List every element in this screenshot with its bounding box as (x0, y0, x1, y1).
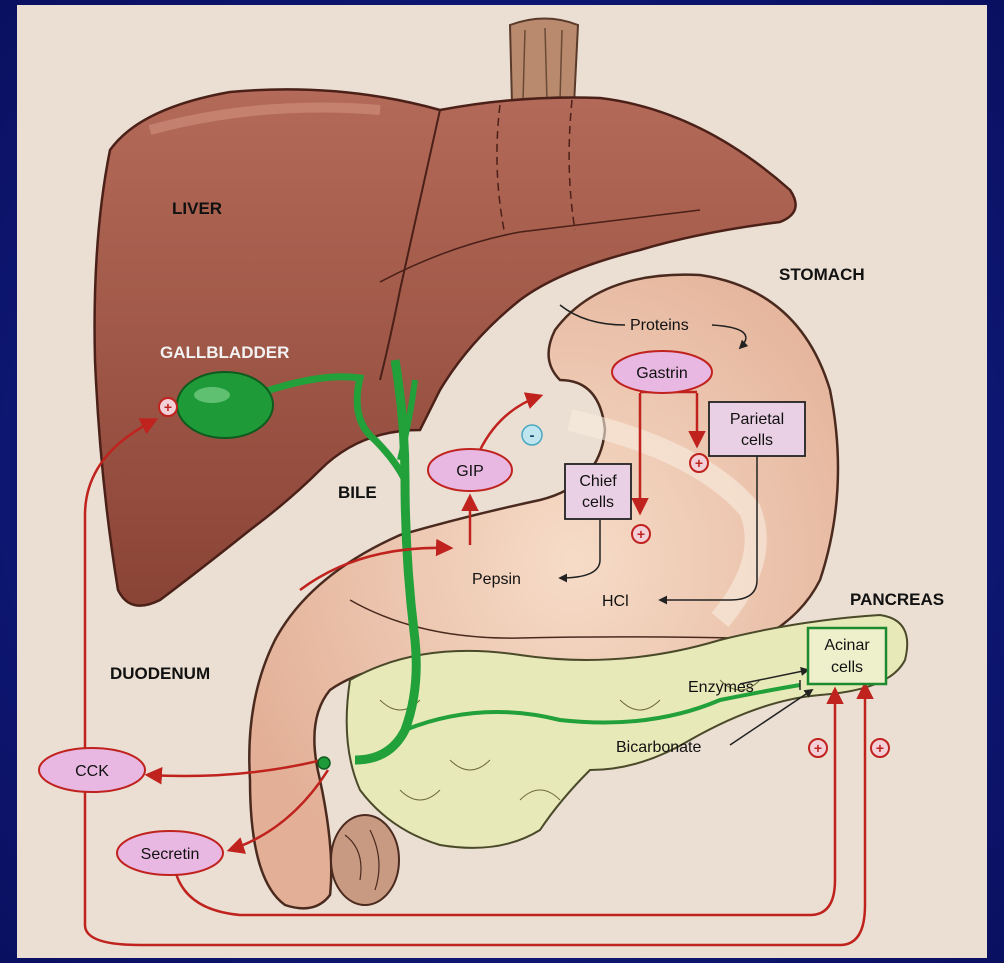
svg-text:+: + (164, 399, 172, 415)
acinar-line2: cells (831, 659, 863, 676)
plus-sign-parietal: + (690, 454, 708, 472)
esophagus (510, 19, 578, 106)
svg-text:+: + (695, 455, 703, 471)
plus-sign-acinar-right: + (871, 739, 889, 757)
chief-line1: Chief (579, 473, 617, 490)
cck-label: CCK (75, 763, 109, 780)
proteins-label: Proteins (630, 317, 689, 334)
hormone-gastrin: Gastrin (612, 351, 712, 393)
parietal-line1: Parietal (730, 411, 784, 428)
gallbladder-label: GALLBLADDER (160, 343, 289, 362)
chief-line2: cells (582, 494, 614, 511)
bicarbonate-label: Bicarbonate (616, 739, 701, 756)
pancreas-label: PANCREAS (850, 590, 944, 609)
svg-text:+: + (814, 740, 822, 756)
duodenum-receptor-dot (318, 757, 330, 769)
gallbladder (177, 372, 273, 438)
svg-text:-: - (530, 427, 535, 444)
duodenum-cross-section (331, 815, 399, 905)
plus-sign-chief: + (632, 525, 650, 543)
secretin-label: Secretin (141, 846, 200, 863)
stomach-label: STOMACH (779, 265, 865, 284)
svg-text:+: + (637, 526, 645, 542)
svg-text:+: + (876, 740, 884, 756)
plus-sign-acinar-left: + (809, 739, 827, 757)
liver-label: LIVER (172, 199, 222, 218)
pepsin-label: Pepsin (472, 571, 521, 588)
hormone-secretin: Secretin (117, 831, 223, 875)
acinar-cells-box: Acinar cells (808, 628, 886, 684)
hormone-cck: CCK (39, 748, 145, 792)
duodenum-label: DUODENUM (110, 664, 210, 683)
hormone-gip: GIP (428, 449, 512, 491)
bile-label: BILE (338, 483, 377, 502)
acinar-line1: Acinar (824, 637, 870, 654)
gip-label: GIP (456, 463, 484, 480)
minus-sign-gip: - (522, 425, 542, 445)
gastrin-label: Gastrin (636, 365, 688, 382)
chief-cells-box: Chief cells (565, 464, 631, 519)
parietal-cells-box: Parietal cells (709, 402, 805, 456)
hcl-label: HCl (602, 593, 629, 610)
plus-sign-gallbladder: + (159, 398, 177, 416)
parietal-line2: cells (741, 432, 773, 449)
enzymes-label: Enzymes (688, 679, 754, 696)
